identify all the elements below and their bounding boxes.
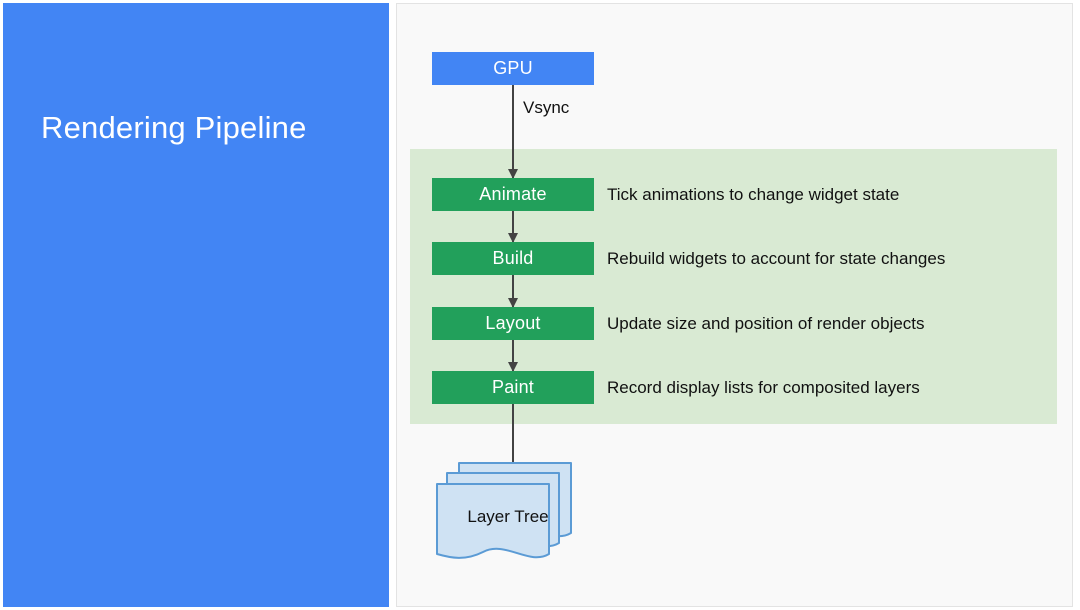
page-title: Rendering Pipeline bbox=[41, 110, 307, 145]
description-animate: Tick animations to change widget state bbox=[607, 184, 900, 204]
arrow-layout-to-paint bbox=[508, 340, 518, 372]
description-layout: Update size and position of render objec… bbox=[607, 313, 925, 333]
node-paint[interactable]: Paint bbox=[432, 371, 594, 404]
vsync-label: Vsync bbox=[523, 98, 570, 117]
description-build: Rebuild widgets to account for state cha… bbox=[607, 248, 946, 268]
node-build[interactable]: Build bbox=[432, 242, 594, 275]
title-panel: Rendering Pipeline bbox=[3, 3, 389, 607]
node-gpu[interactable]: GPU bbox=[432, 52, 594, 85]
diagram-panel: GPU Vsync Animate Tick animations to cha… bbox=[396, 3, 1073, 607]
layer-tree-cards-icon bbox=[436, 462, 572, 559]
arrow-gpu-to-animate bbox=[508, 85, 518, 179]
arrow-build-to-layout bbox=[508, 275, 518, 308]
layer-tree-label: Layer Tree bbox=[467, 507, 549, 526]
node-animate[interactable]: Animate bbox=[432, 178, 594, 211]
arrow-animate-to-build bbox=[508, 211, 518, 243]
description-paint: Record display lists for composited laye… bbox=[607, 377, 920, 397]
node-layout[interactable]: Layout bbox=[432, 307, 594, 340]
node-layer-tree[interactable]: Layer Tree bbox=[435, 459, 595, 567]
